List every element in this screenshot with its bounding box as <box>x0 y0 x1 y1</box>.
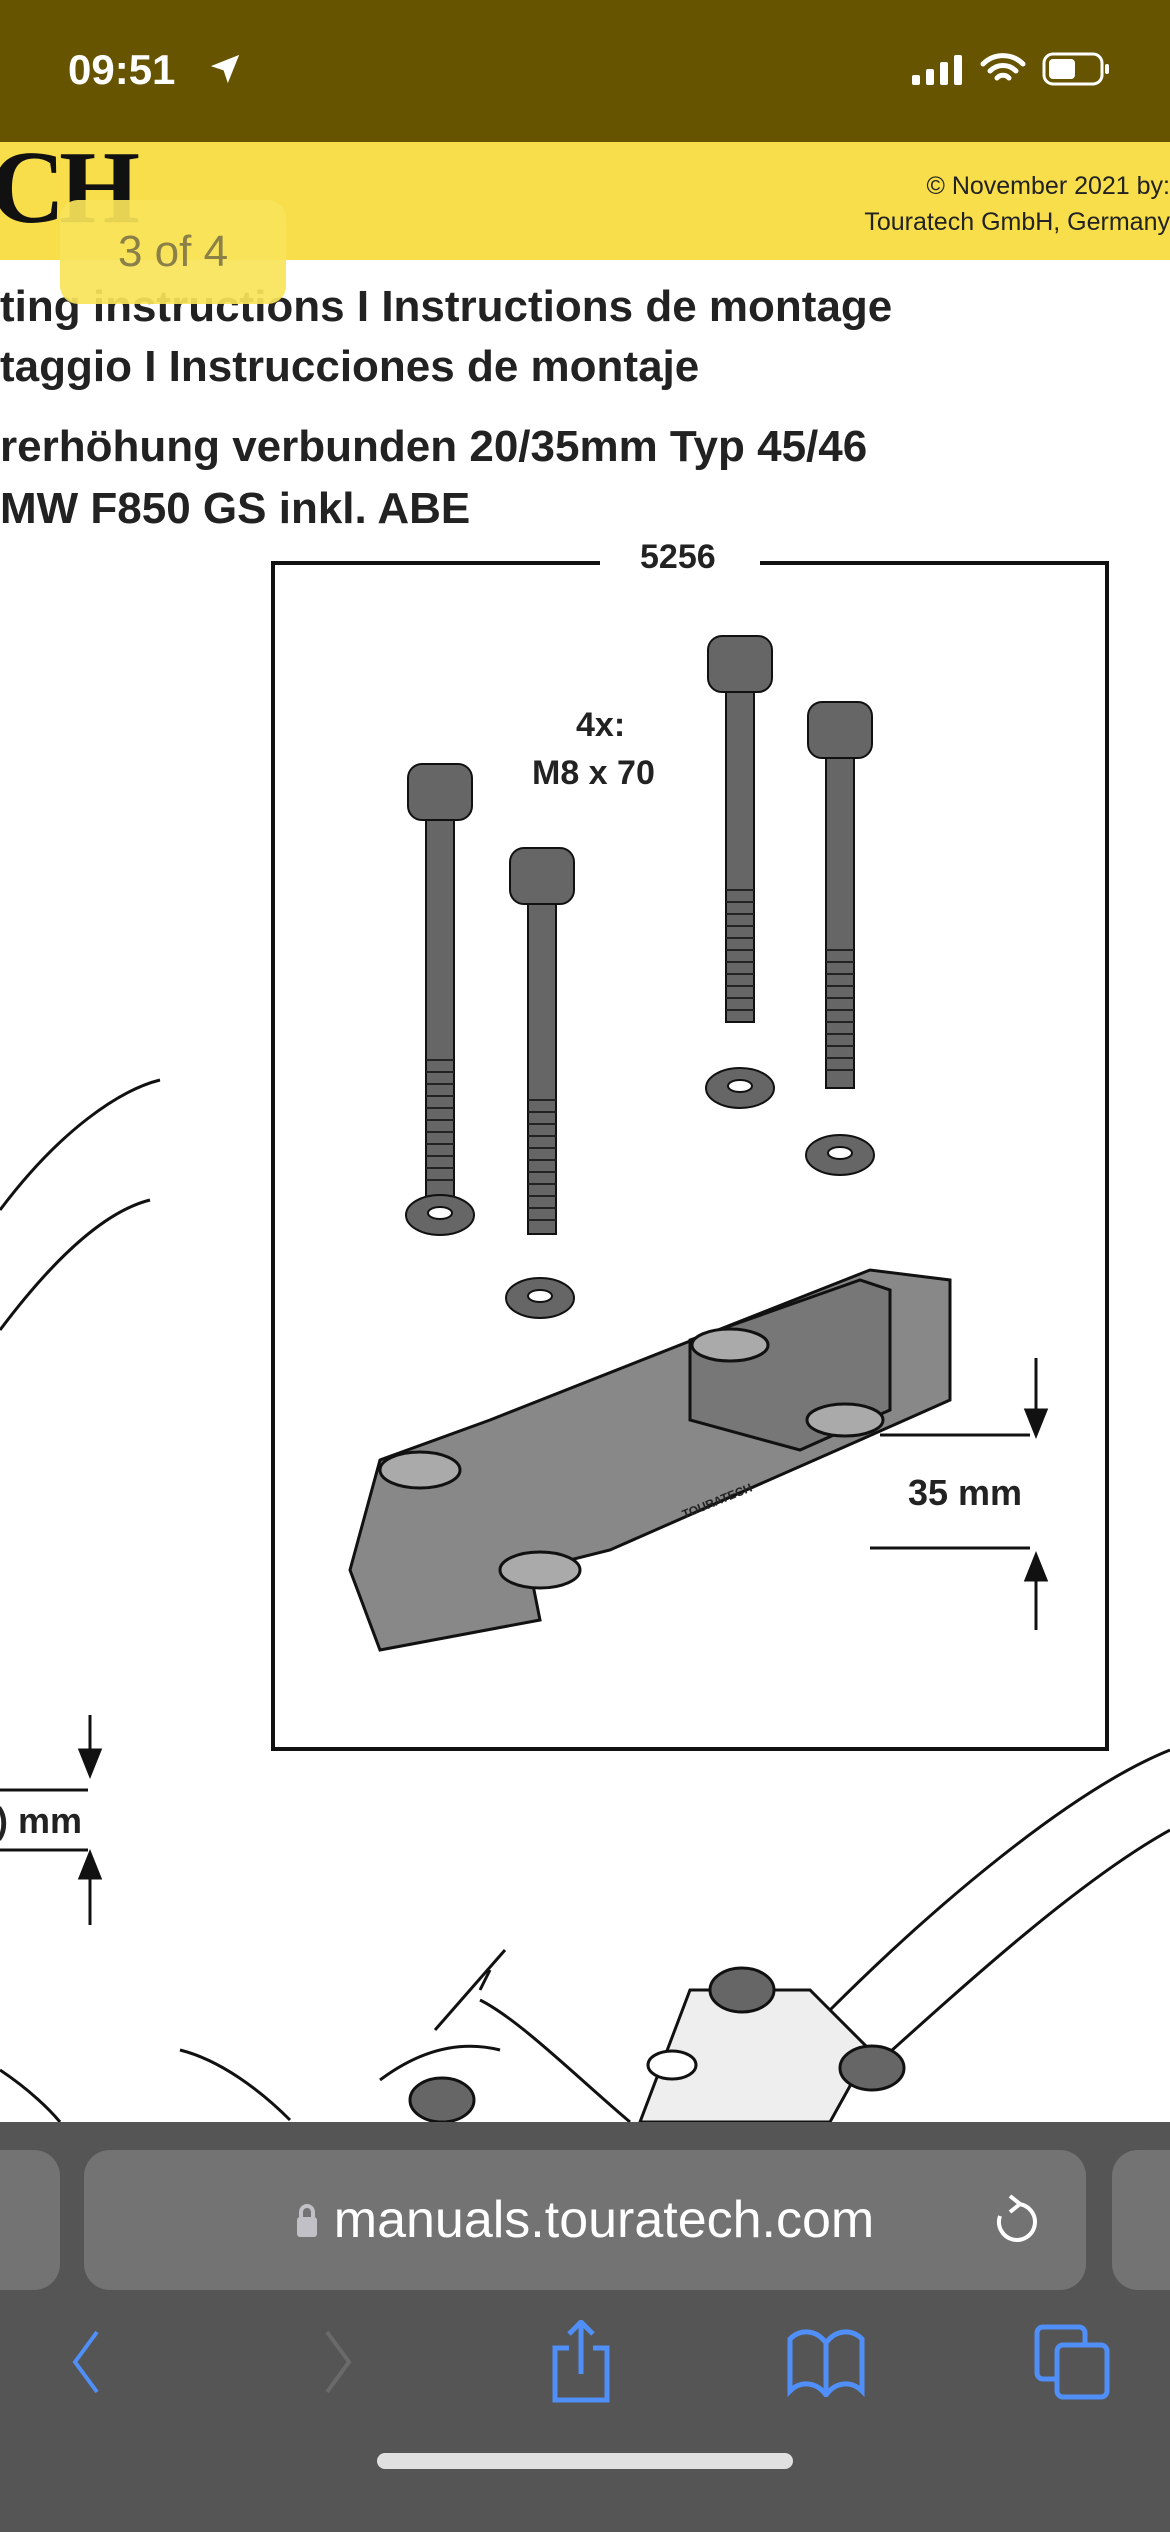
copyright-notice: © November 2021 by: Touratech GmbH, Germ… <box>864 168 1170 240</box>
copyright-line-2: Touratech GmbH, Germany <box>864 208 1170 236</box>
bookmarks-button[interactable] <box>786 2317 866 2407</box>
location-arrow-icon <box>210 54 240 84</box>
document-subtitle-line-1: rerhöhung verbunden 20/35mm Typ 45/46 <box>0 422 868 471</box>
assembly-drawing <box>0 540 1170 2122</box>
wifi-icon <box>980 53 1026 81</box>
bolt-threads <box>426 889 854 1221</box>
lock-icon <box>296 2204 317 2237</box>
book-icon <box>787 2329 865 2397</box>
status-bar: 09:51 <box>0 0 1170 142</box>
page-indicator: 3 of 4 <box>60 200 286 304</box>
next-tab-preview[interactable] <box>1112 2150 1170 2290</box>
bolt-spec: M8 x 70 <box>532 754 655 792</box>
handlebar-clamp-outline <box>0 1078 1170 2122</box>
washer <box>405 1067 875 1319</box>
share-button[interactable] <box>541 2317 621 2407</box>
cellular-signal-icon <box>912 55 962 85</box>
forward-button[interactable] <box>298 2317 378 2407</box>
tabs-icon <box>1034 2324 1110 2400</box>
copyright-line-1: © November 2021 by: <box>926 172 1170 200</box>
back-button[interactable] <box>46 2317 126 2407</box>
document-title-line-2: taggio I Instrucciones de montaje <box>0 342 700 391</box>
reload-icon[interactable] <box>988 2190 1038 2252</box>
home-indicator[interactable] <box>377 2453 793 2469</box>
address-bar[interactable]: manuals.touratech.com <box>84 2150 1086 2290</box>
previous-tab-preview[interactable] <box>0 2150 60 2290</box>
dimension-arrows <box>0 1358 1049 1925</box>
handlebar-riser <box>348 1268 952 1652</box>
clock: 09:51 <box>68 46 176 93</box>
part-number: 5256 <box>640 538 716 576</box>
chevron-right-icon <box>325 2330 352 2394</box>
share-icon <box>552 2320 610 2403</box>
riser-height-label: 35 mm <box>908 1472 1023 1513</box>
bolt-quantity: 4x: <box>576 706 626 744</box>
battery-icon <box>1042 52 1109 86</box>
safari-toolbar: manuals.touratech.com <box>0 2122 1170 2532</box>
url-text: manuals.touratech.com <box>333 2191 875 2249</box>
tabs-button[interactable] <box>1032 2317 1112 2407</box>
document-subtitle-line-2: MW F850 GS inkl. ABE <box>0 484 471 533</box>
bolt <box>407 635 873 1235</box>
chevron-left-icon <box>72 2330 99 2394</box>
left-dimension-label: ) mm <box>0 1800 83 1841</box>
